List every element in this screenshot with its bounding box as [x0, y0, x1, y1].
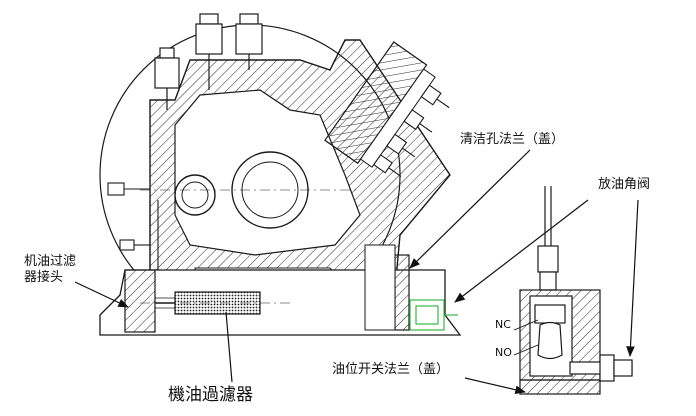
crank-circle-small	[174, 174, 216, 216]
left-fittings	[107, 182, 159, 280]
arrow-drain-valve-2	[626, 199, 639, 358]
label-level-switch-flange: 油位开关法兰（盖）	[332, 362, 450, 377]
label-filter-connector-line1: 机油过滤	[24, 254, 77, 269]
arrow-drain-valve-1	[454, 199, 589, 303]
label-drain-valve: 放油角阀	[598, 177, 651, 192]
label-cleaning-flange: 清洁孔法兰（盖）	[460, 132, 565, 147]
label-oil-filter: 機油過濾器	[168, 385, 253, 405]
arrow-level-switch	[464, 377, 527, 394]
arrow-filter-connector	[74, 281, 129, 308]
label-nc: NC	[495, 318, 511, 331]
arrow-cleaning-flange	[409, 149, 531, 269]
drain-valve-detail	[519, 186, 633, 395]
label-filter-connector-line2: 器接头	[24, 270, 64, 285]
level-switch-flange-outline	[409, 299, 458, 331]
arrow-oil-filter	[225, 311, 233, 383]
label-no: NO	[495, 346, 512, 359]
top-valve-group	[154, 13, 263, 110]
crank-circle-small-inner	[181, 181, 209, 209]
cylinder-head	[324, 41, 450, 177]
